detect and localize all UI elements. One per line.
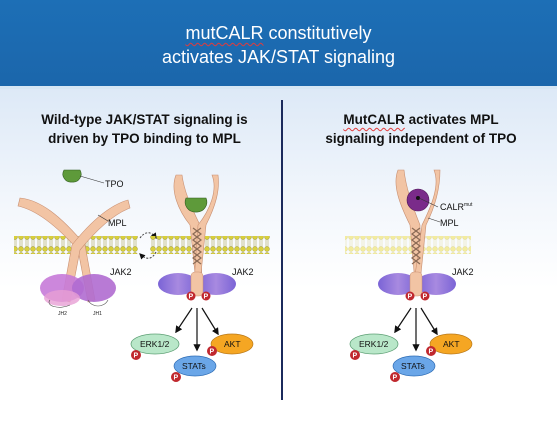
jh2-domain [44, 290, 80, 306]
svg-text:P: P [204, 294, 209, 301]
jak2-label-left: JAK2 [110, 267, 132, 277]
jak2-active-a [158, 273, 198, 295]
svg-text:P: P [423, 294, 428, 301]
header-mutcalr-term: mutCALR [185, 23, 264, 43]
panel-divider [281, 100, 283, 400]
jh1-label: JH1 [93, 311, 102, 317]
jak2-label-right: JAK2 [452, 267, 474, 277]
tpo-bound [184, 197, 208, 213]
mpl-receptor-mutcalr: CALRmut MPL P P JAK2 [345, 169, 474, 301]
right-panel-title: MutCALR activates MPL signaling independ… [300, 110, 542, 148]
svg-text:AKT: AKT [224, 339, 241, 349]
right-title-line1: MutCALR activates MPL [343, 112, 499, 127]
erk-node-left: ERK1/2 P [130, 333, 180, 360]
akt-node-left: AKT P [207, 333, 254, 356]
right-mutcalr-term: MutCALR [343, 112, 405, 127]
left-title-line1: Wild-type JAK/STAT signaling is [41, 112, 248, 127]
jak2-right-a [378, 273, 418, 295]
content-background [0, 89, 557, 421]
jak2-label-left-active: JAK2 [232, 267, 254, 277]
mpl-monomer-b [193, 174, 219, 284]
svg-text:ERK1/2: ERK1/2 [140, 339, 170, 349]
stats-node-right: STATs P [390, 355, 436, 382]
jak2-right-b [416, 273, 456, 295]
arrow-to-akt-left [201, 307, 219, 336]
right-title-line2: signaling independent of TPO [325, 131, 517, 146]
svg-text:P: P [353, 353, 358, 360]
mpl-label-left: MPL [108, 218, 127, 228]
phospho-b [201, 291, 211, 301]
mpl-label-right: MPL [440, 218, 459, 228]
arrow-to-akt-right [420, 307, 438, 336]
jh2-label: JH2 [58, 311, 67, 317]
phospho-a [186, 291, 196, 301]
header-title-line1: mutCALR constitutively [185, 23, 372, 43]
jak2-active-b [196, 273, 236, 295]
akt-node-right: AKT P [426, 333, 473, 356]
svg-text:AKT: AKT [443, 339, 460, 349]
erk-node-right: ERK1/2 P [349, 333, 399, 360]
svg-text:P: P [210, 349, 215, 356]
membrane-right [345, 236, 471, 254]
left-panel-title: Wild-type JAK/STAT signaling is driven b… [22, 110, 267, 148]
tpo-ligand [62, 169, 82, 183]
svg-text:STATs: STATs [182, 361, 206, 371]
arrow-to-erk-right [394, 307, 412, 334]
svg-text:P: P [408, 294, 413, 301]
membrane-left-b [150, 236, 270, 254]
svg-text:P: P [189, 294, 194, 301]
header-banner: mutCALR constitutively activates JAK/STA… [0, 0, 557, 89]
active-mpl-receptor-tpo: P P JAK2 [150, 174, 270, 301]
svg-text:P: P [429, 349, 434, 356]
svg-text:P: P [174, 375, 179, 382]
svg-text:STATs: STATs [401, 361, 425, 371]
header-title-line2: activates JAK/STAT signaling [161, 47, 396, 67]
stats-node-left: STATs P [171, 355, 217, 382]
calr-mut-label: CALRmut [440, 202, 473, 212]
tpo-label: TPO [105, 179, 124, 189]
jak2-inactive-b [72, 274, 116, 302]
svg-text:P: P [134, 353, 139, 360]
svg-text:P: P [393, 375, 398, 382]
inactive-mpl-receptor: JH2 JH1 [14, 197, 138, 317]
svg-text:ERK1/2: ERK1/2 [359, 339, 389, 349]
arrow-to-erk-left [175, 307, 193, 334]
left-title-line2: driven by TPO binding to MPL [48, 131, 241, 146]
